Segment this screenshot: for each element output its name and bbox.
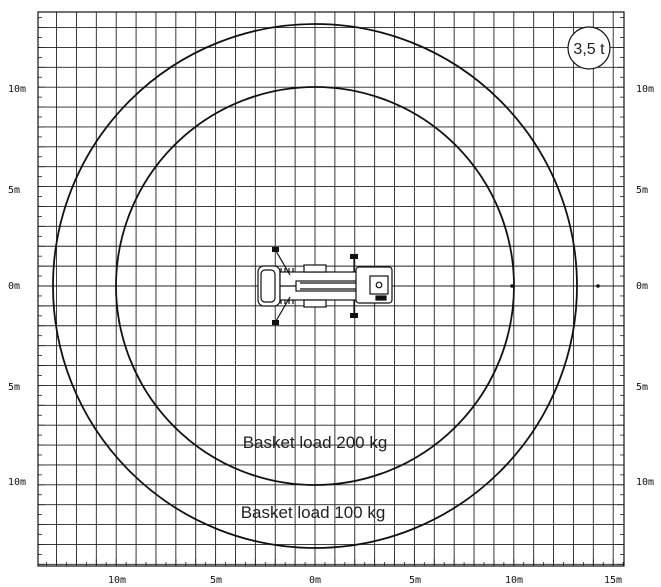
label-100kg: Basket load 100 kg	[241, 503, 386, 522]
x-tick: 10m	[505, 575, 523, 586]
y-tick-left: 5m	[8, 185, 20, 196]
x-tick: 15m	[604, 575, 622, 586]
y-tick-right: 5m	[636, 382, 648, 393]
x-tick: 10m	[108, 575, 126, 586]
y-tick-right: 10m	[636, 84, 654, 95]
rated-load-text: 3,5 t	[573, 41, 605, 58]
y-tick-right: 5m	[636, 185, 648, 196]
plot-frame	[37, 11, 625, 567]
envelope-200kg	[115, 86, 515, 486]
x-tick: 5m	[409, 575, 421, 586]
y-tick-left: 5m	[8, 382, 20, 393]
grid	[38, 12, 624, 566]
y-tick-left: 10m	[8, 477, 26, 488]
envelope-point	[510, 284, 514, 288]
y-tick-right: 0m	[636, 281, 648, 292]
y-tick-left: 0m	[8, 281, 20, 292]
label-200kg: Basket load 200 kg	[243, 433, 388, 452]
y-tick-right: 10m	[636, 477, 654, 488]
envelope-100kg	[52, 23, 578, 549]
scale-ticks	[38, 17, 624, 566]
x-tick: 5m	[210, 575, 222, 586]
y-tick-left: 10m	[8, 84, 26, 95]
machine-top-view	[257, 247, 393, 325]
x-tick: 0m	[309, 575, 321, 586]
envelope-point	[596, 284, 600, 288]
rated-load-badge	[567, 26, 611, 70]
